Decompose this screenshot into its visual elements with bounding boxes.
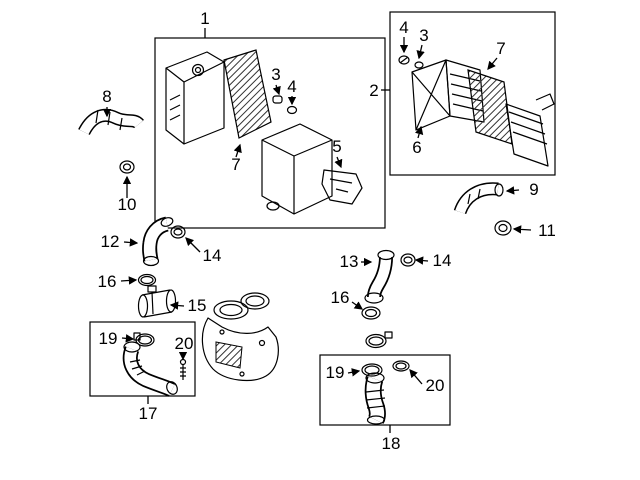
air-intake-hose-8: [78, 108, 144, 136]
leader-14a: [185, 237, 201, 253]
leader-11: [512, 225, 532, 234]
callout-7-right: 7: [496, 39, 505, 58]
callout-10: 10: [118, 195, 137, 214]
air-cleaner-lower-housing: [261, 123, 333, 215]
duct-group-18-box: [319, 354, 451, 426]
callout-8: 8: [102, 87, 111, 106]
callout-1: 1: [200, 9, 209, 28]
hose-clamp-mid-right: [365, 331, 393, 349]
elbow-duct-13: [364, 249, 395, 304]
callout-16-left: 16: [98, 272, 117, 291]
callout-9: 9: [529, 180, 538, 199]
elbow-duct-12: [142, 216, 174, 267]
leader-16a: [120, 276, 138, 285]
grommet-11: [494, 220, 512, 236]
air-duct-9: [453, 182, 504, 215]
retaining-clip-3-left: [272, 95, 283, 104]
callout-19-right: 19: [326, 363, 345, 382]
hose-clamp-16-left: [137, 273, 157, 287]
leader-6: [415, 125, 424, 139]
callout-7-left: 7: [231, 155, 240, 174]
callout-4-right: 4: [399, 18, 408, 37]
seal-ring-20-right: [392, 360, 410, 372]
grommet-10: [119, 160, 135, 174]
callout-17: 17: [139, 404, 158, 423]
retaining-clip-4-left: [286, 105, 298, 115]
air-filter-element-right: [467, 69, 513, 145]
callout-12: 12: [101, 232, 120, 251]
leader-12: [123, 238, 139, 247]
callout-15: 15: [188, 296, 207, 315]
callout-6: 6: [412, 138, 421, 157]
o-ring-14-right: [400, 253, 416, 267]
callout-19-left: 19: [99, 329, 118, 348]
leader-5: [334, 156, 343, 169]
air-filter-element-left: [223, 49, 272, 139]
callout-16-right: 16: [331, 288, 350, 307]
retaining-clip-4-right: [398, 55, 410, 65]
leader-3b: [416, 44, 425, 60]
air-cleaner-upper-housing: [165, 51, 225, 145]
callout-13: 13: [340, 252, 359, 271]
assembly-group-1-box: [154, 37, 386, 229]
air-cleaner-lower-housing-right: [505, 93, 555, 167]
callout-3-left: 3: [271, 65, 280, 84]
assembly-group-2-box: [389, 11, 556, 176]
air-duct-17: [122, 341, 178, 397]
leader-16b: [351, 301, 364, 310]
retaining-clip-3-right: [414, 61, 424, 69]
housing-panel-6: [411, 59, 451, 131]
leader-9: [505, 186, 520, 195]
callout-4-left: 4: [287, 77, 296, 96]
callout-2: 2: [369, 81, 378, 100]
o-ring-14-left: [170, 225, 186, 239]
leader-7a: [233, 143, 242, 158]
hose-clamp-19-right: [361, 363, 383, 377]
callout-5: 5: [332, 137, 341, 156]
leader-19b: [347, 368, 361, 377]
o-ring-16-right: [361, 306, 381, 320]
leader-7b: [487, 57, 498, 70]
intake-manifold-reference: [201, 292, 279, 382]
callout-11: 11: [538, 221, 556, 240]
connector-hose-15: [137, 285, 177, 318]
callout-20-left: 20: [175, 334, 194, 353]
leader-20b: [409, 369, 423, 385]
callout-14-left: 14: [203, 246, 222, 265]
leader-14b: [414, 256, 429, 265]
leader-19a: [121, 334, 135, 343]
callout-20-right: 20: [426, 376, 445, 395]
stud-20-left: [179, 358, 187, 380]
bracket-5: [321, 169, 363, 205]
air-duct-18: [364, 372, 386, 425]
callout-3-right: 3: [419, 26, 428, 45]
duct-group-17-box: [89, 321, 196, 397]
callout-14-right: 14: [433, 251, 452, 270]
leader-15: [169, 301, 185, 310]
hose-clamp-19-left: [133, 332, 155, 347]
callout-18: 18: [382, 434, 401, 453]
leader-3a: [272, 84, 281, 96]
